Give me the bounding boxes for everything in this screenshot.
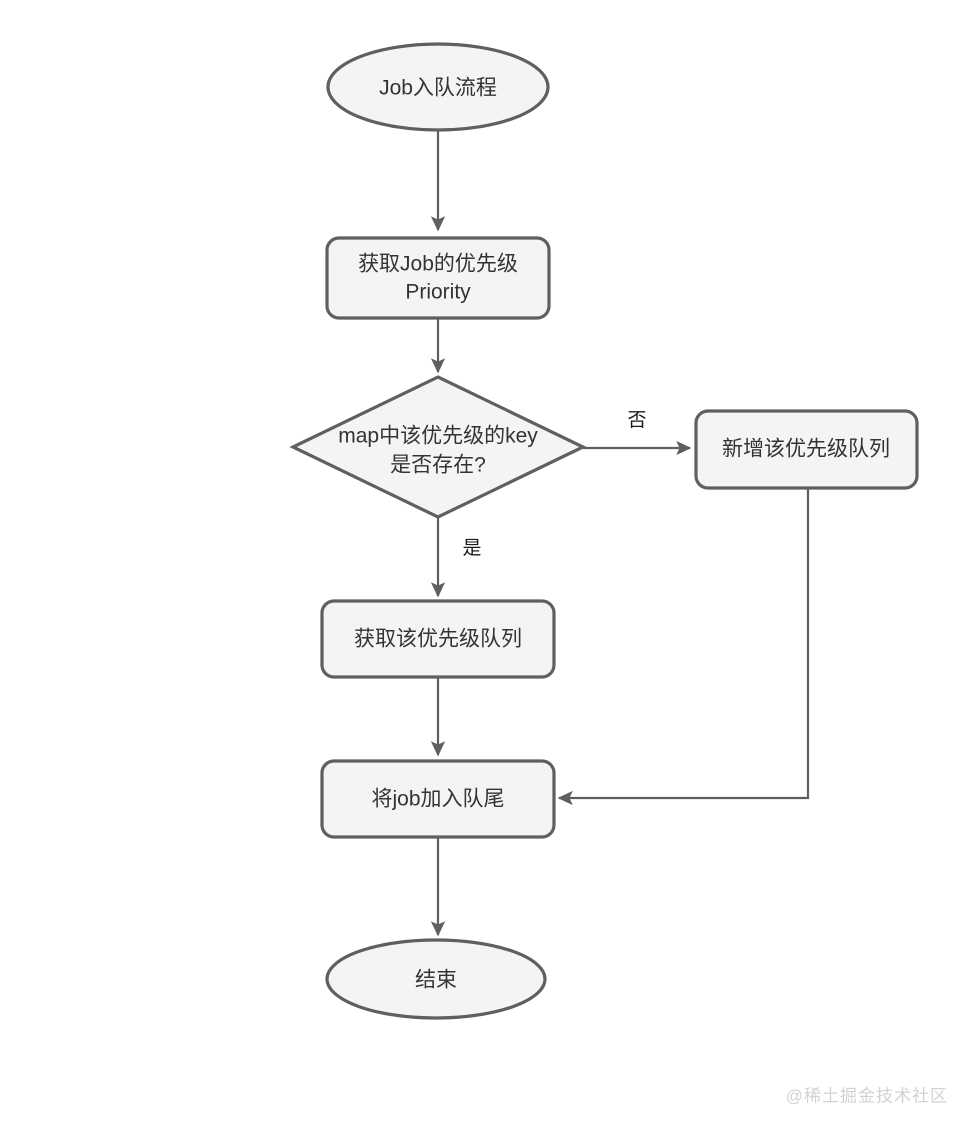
decision-diamond-shape [289, 375, 587, 519]
get-priority-label-line2: Priority [405, 281, 471, 304]
edge-create-queue-to-enqueue [557, 488, 810, 806]
node-get-priority[interactable]: 获取Job的优先级 Priority [325, 236, 551, 320]
edge-label-no: 否 [627, 410, 646, 431]
create-queue-box-shape [694, 409, 919, 490]
edge-label-yes: 是 [462, 538, 481, 559]
node-end[interactable]: 结束 [325, 938, 547, 1020]
start-label: Job入队流程 [379, 77, 497, 100]
node-enqueue-job[interactable]: 将job加入队尾 [320, 759, 556, 839]
node-get-queue[interactable]: 获取该优先级队列 [320, 599, 556, 679]
watermark-label: @稀土掘金技术社区 [786, 1086, 948, 1105]
start-ellipse-shape [326, 42, 550, 132]
enqueue-job-label: 将job加入队尾 [371, 788, 504, 811]
get-queue-box-shape [320, 599, 556, 679]
enqueue-job-box-shape [320, 759, 556, 839]
node-start[interactable]: Job入队流程 [326, 42, 550, 132]
node-decision-key-exists[interactable]: map中该优先级的key 是否存在? [289, 375, 587, 519]
get-priority-box-shape [325, 236, 551, 320]
get-priority-label-line1: 获取Job的优先级 [358, 253, 518, 276]
create-queue-label: 新增该优先级队列 [722, 438, 890, 461]
end-label: 结束 [415, 969, 457, 992]
connector-layer [430, 131, 810, 937]
decision-label-line1: map中该优先级的key [338, 425, 538, 448]
end-ellipse-shape [325, 938, 547, 1020]
decision-label-line2: 是否存在? [390, 454, 486, 477]
node-create-queue[interactable]: 新增该优先级队列 [694, 409, 919, 490]
get-queue-label: 获取该优先级队列 [354, 628, 522, 651]
